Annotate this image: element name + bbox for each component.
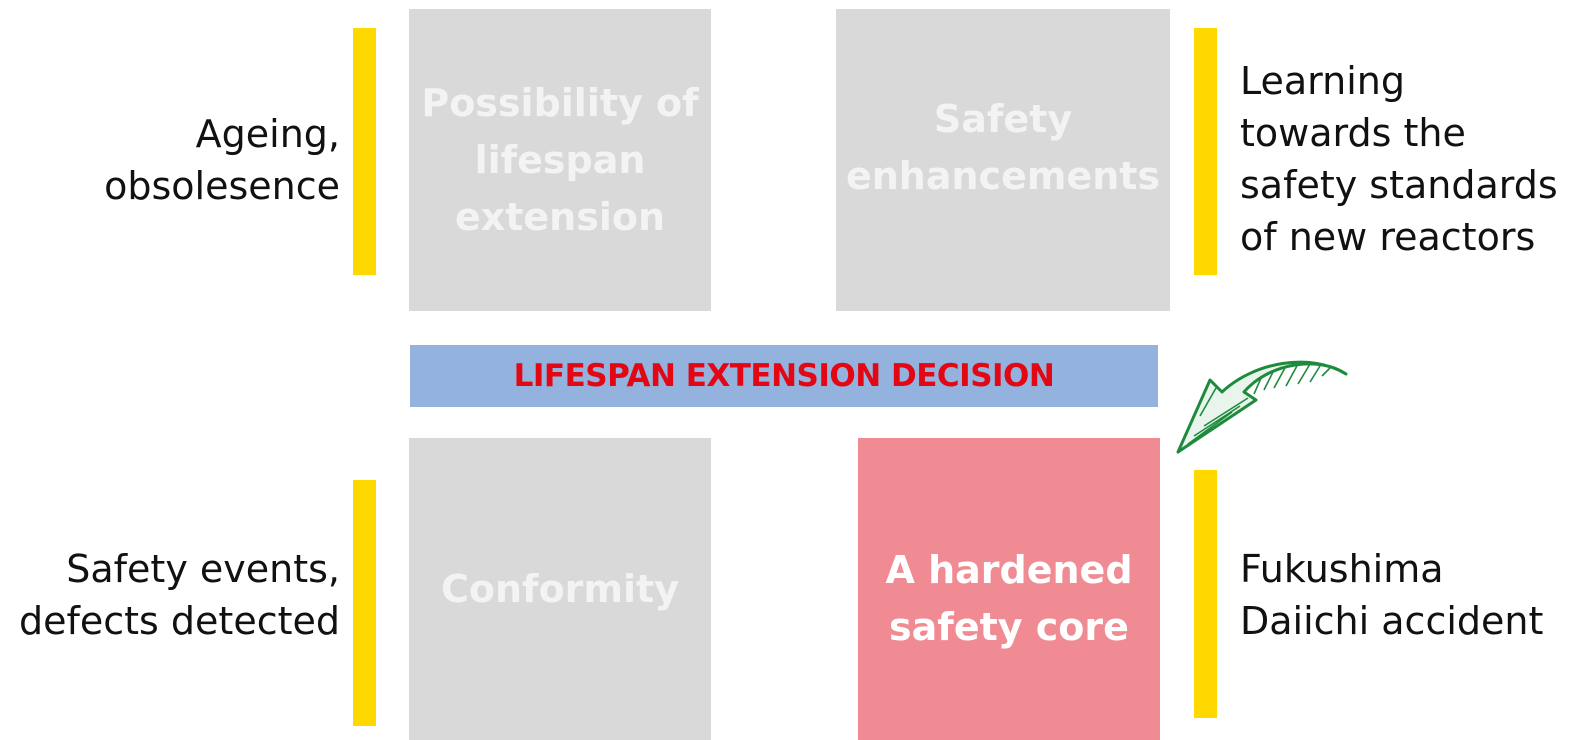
learning-safety-standards-label: Learning towards the safety standards of… [1240, 59, 1558, 260]
yellow-bar-top-left [353, 28, 376, 275]
yellow-bar-bottom-right [1194, 470, 1217, 718]
lifespan-extension-box: Possibility of lifespan extension [409, 9, 711, 311]
safety-enhancements-box: Safety enhancements [836, 9, 1170, 311]
hardened-safety-core-box: A hardened safety core [858, 438, 1160, 740]
conformity-box: Conformity [409, 438, 711, 740]
fukushima-accident-label: Fukushima Daiichi accident [1240, 547, 1544, 644]
curved-arrow-icon [1176, 360, 1348, 454]
lifespan-extension-decision-banner: LIFESPAN EXTENSION DECISION [410, 345, 1158, 407]
yellow-bar-top-right [1194, 28, 1217, 275]
yellow-bar-bottom-left [353, 480, 376, 726]
ageing-obsolesence-label: Ageing, obsolesence [104, 112, 340, 209]
safety-events-label: Safety events, defects detected [19, 547, 340, 644]
